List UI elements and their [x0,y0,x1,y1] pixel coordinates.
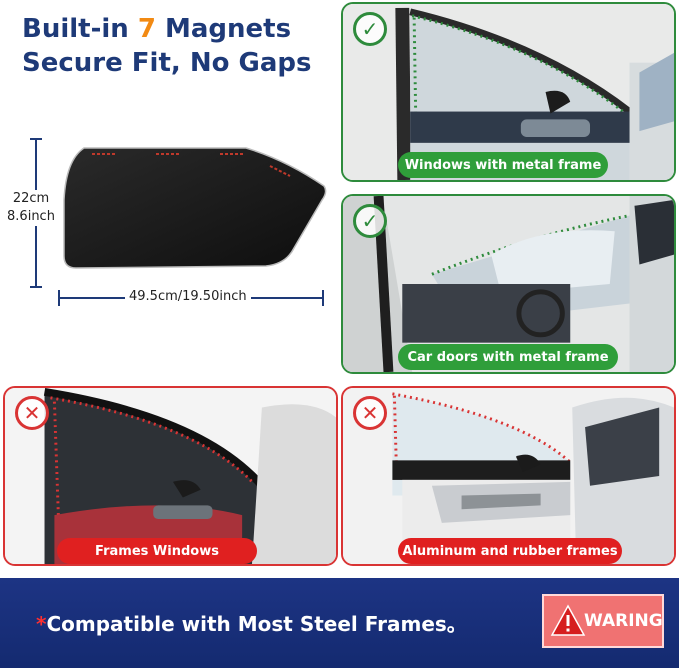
check-icon: ✓ [353,204,387,238]
width-label: 49.5cm/19.50inch [125,289,251,304]
headline-suffix: Magnets [155,14,292,44]
panel-aluminum-rubber-frames: ✕ Aluminum and rubber frames [341,386,676,566]
aluminum-frame-window-photo [343,388,674,564]
headline-number: 7 [137,14,156,44]
warning-text: WARING [584,611,663,631]
panel-car-doors-metal-frame: ✓ Car doors with metal frame [341,194,676,374]
headline-line2: Secure Fit, No Gaps [22,48,312,78]
sunshade-product-image [63,147,327,269]
headline: Built-in 7 Magnets Secure Fit, No Gaps [22,12,342,80]
frameless-window-photo [5,388,336,564]
headline-line1: Built-in 7 Magnets [22,12,342,46]
check-icon: ✓ [353,12,387,46]
label-car-doors-metal-frame: Car doors with metal frame [398,344,618,370]
label-aluminum-rubber-frames: Aluminum and rubber frames [398,538,622,564]
warning-badge: WARING [542,594,664,648]
warning-triangle-icon [550,604,586,636]
height-cm: 22cm [12,191,50,206]
headline-prefix: Built-in [22,14,138,44]
cross-icon: ✕ [353,396,387,430]
height-inch: 8.6inch [7,209,55,224]
cross-icon: ✕ [15,396,49,430]
banner-star: * [36,612,47,636]
label-windows-metal-frame: Windows with metal frame [398,152,608,178]
car-door-photo [343,196,674,372]
car-window-photo [343,4,674,180]
panel-frames-windows: ✕ Frames Windows [3,386,338,566]
label-frames-windows: Frames Windows [57,538,257,564]
banner-text: *Compatible with Most Steel Frames。 [36,608,467,637]
banner-message: Compatible with Most Steel Frames。 [46,612,467,636]
height-label: 22cm 8.6inch [4,190,58,226]
panel-windows-metal-frame: ✓ Windows with metal frame [341,2,676,182]
